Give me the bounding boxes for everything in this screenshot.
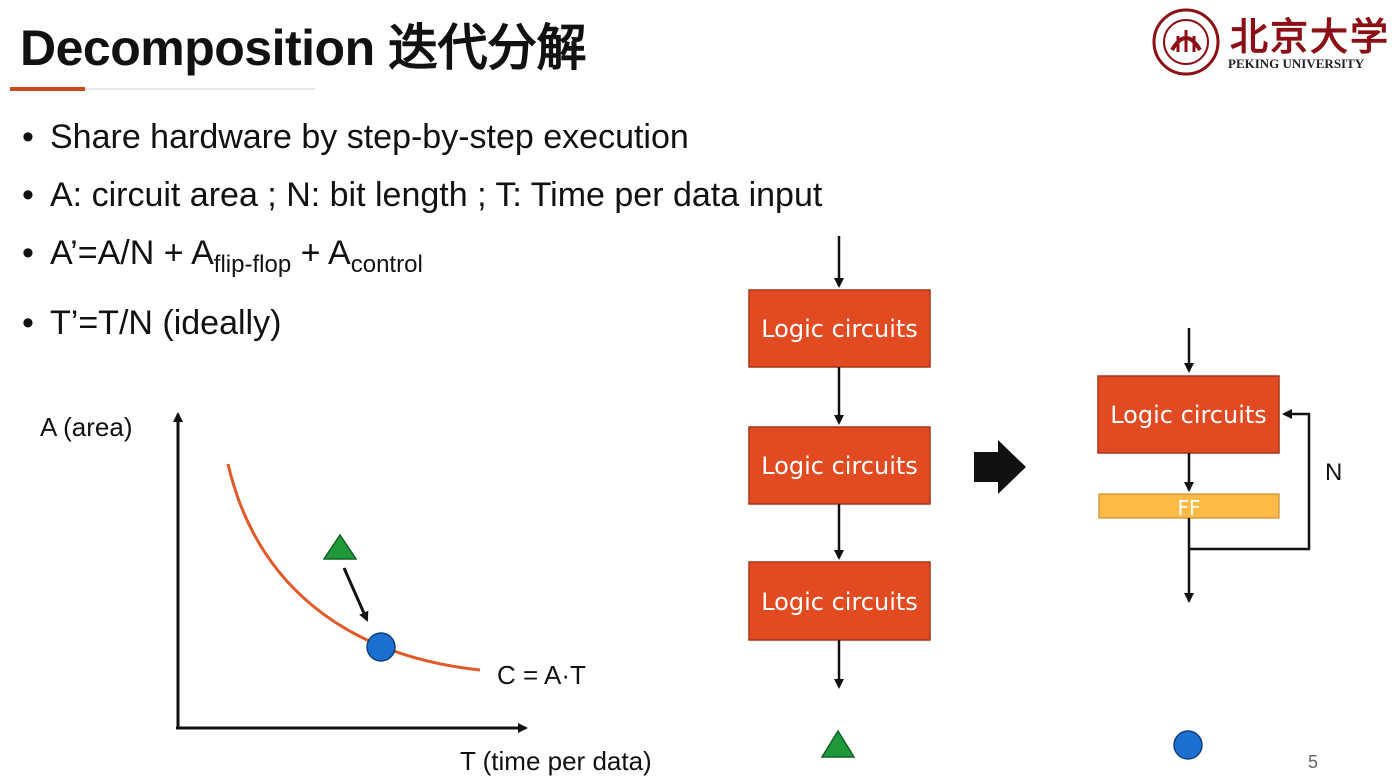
university-logo: 北京大学 PEKING UNIVERSITY [1150, 6, 1388, 76]
bullet-item: •A: circuit area ; N: bit length ; T: Ti… [22, 176, 823, 214]
bullet-text-mid: + A [291, 234, 351, 272]
logic-block-1-label: Logic circuits [761, 315, 918, 343]
loop-count-label: N [1325, 459, 1342, 486]
logic-block-3 [748, 561, 931, 641]
circle-marker [366, 632, 396, 662]
circle-marker-iterative [1173, 730, 1203, 760]
university-seal-icon [1152, 8, 1220, 76]
logic-block-3-label: Logic circuits [761, 588, 918, 616]
flip-flop-block [1098, 493, 1280, 519]
logo-en-text: PEKING UNIVERSITY [1228, 56, 1365, 71]
bullet-item: •T’=T/N (ideally) [22, 303, 282, 342]
feedback-loop-arrow [1189, 409, 1311, 551]
move-arrow [342, 567, 369, 622]
title-underline [10, 88, 315, 90]
iter-logic-block [1097, 375, 1280, 454]
logic-block-1 [748, 289, 931, 368]
cost-curve [226, 463, 481, 672]
transform-arrow-icon [974, 440, 1026, 494]
bullet-item: •Share hardware by step-by-step executio… [22, 118, 689, 156]
logo-cn-text: 北京大学 [1230, 14, 1391, 59]
triangle-marker-pipeline [820, 729, 856, 758]
bullet-text: T’=T/N (ideally) [50, 303, 282, 342]
iter-logic-block-label: Logic circuits [1110, 401, 1267, 429]
triangle-marker [322, 533, 358, 560]
bullet-item: •A’=A/N + Aflip-flop + Acontrol [22, 234, 423, 278]
x-axis-label: T (time per data) [460, 746, 652, 776]
flip-flop-label: FF [1177, 496, 1200, 520]
slide-title: Decomposition 迭代分解 [20, 20, 587, 76]
page-number: 5 [1308, 752, 1319, 772]
y-axis-label: A (area) [40, 412, 133, 442]
subscript-flip-flop: flip-flop [213, 250, 292, 278]
bullet-list: •Share hardware by step-by-step executio… [22, 108, 822, 352]
logic-block-2 [748, 426, 931, 505]
bullet-text-prefix: A’=A/N + A [50, 234, 214, 272]
title-accent-bar [10, 87, 85, 91]
bullet-text: Share hardware by step-by-step execution [50, 118, 689, 156]
curve-label: C = A·T [497, 660, 586, 690]
logic-block-2-label: Logic circuits [761, 452, 918, 480]
subscript-control: control [350, 250, 423, 278]
bullet-text: A: circuit area ; N: bit length ; T: Tim… [50, 176, 823, 214]
